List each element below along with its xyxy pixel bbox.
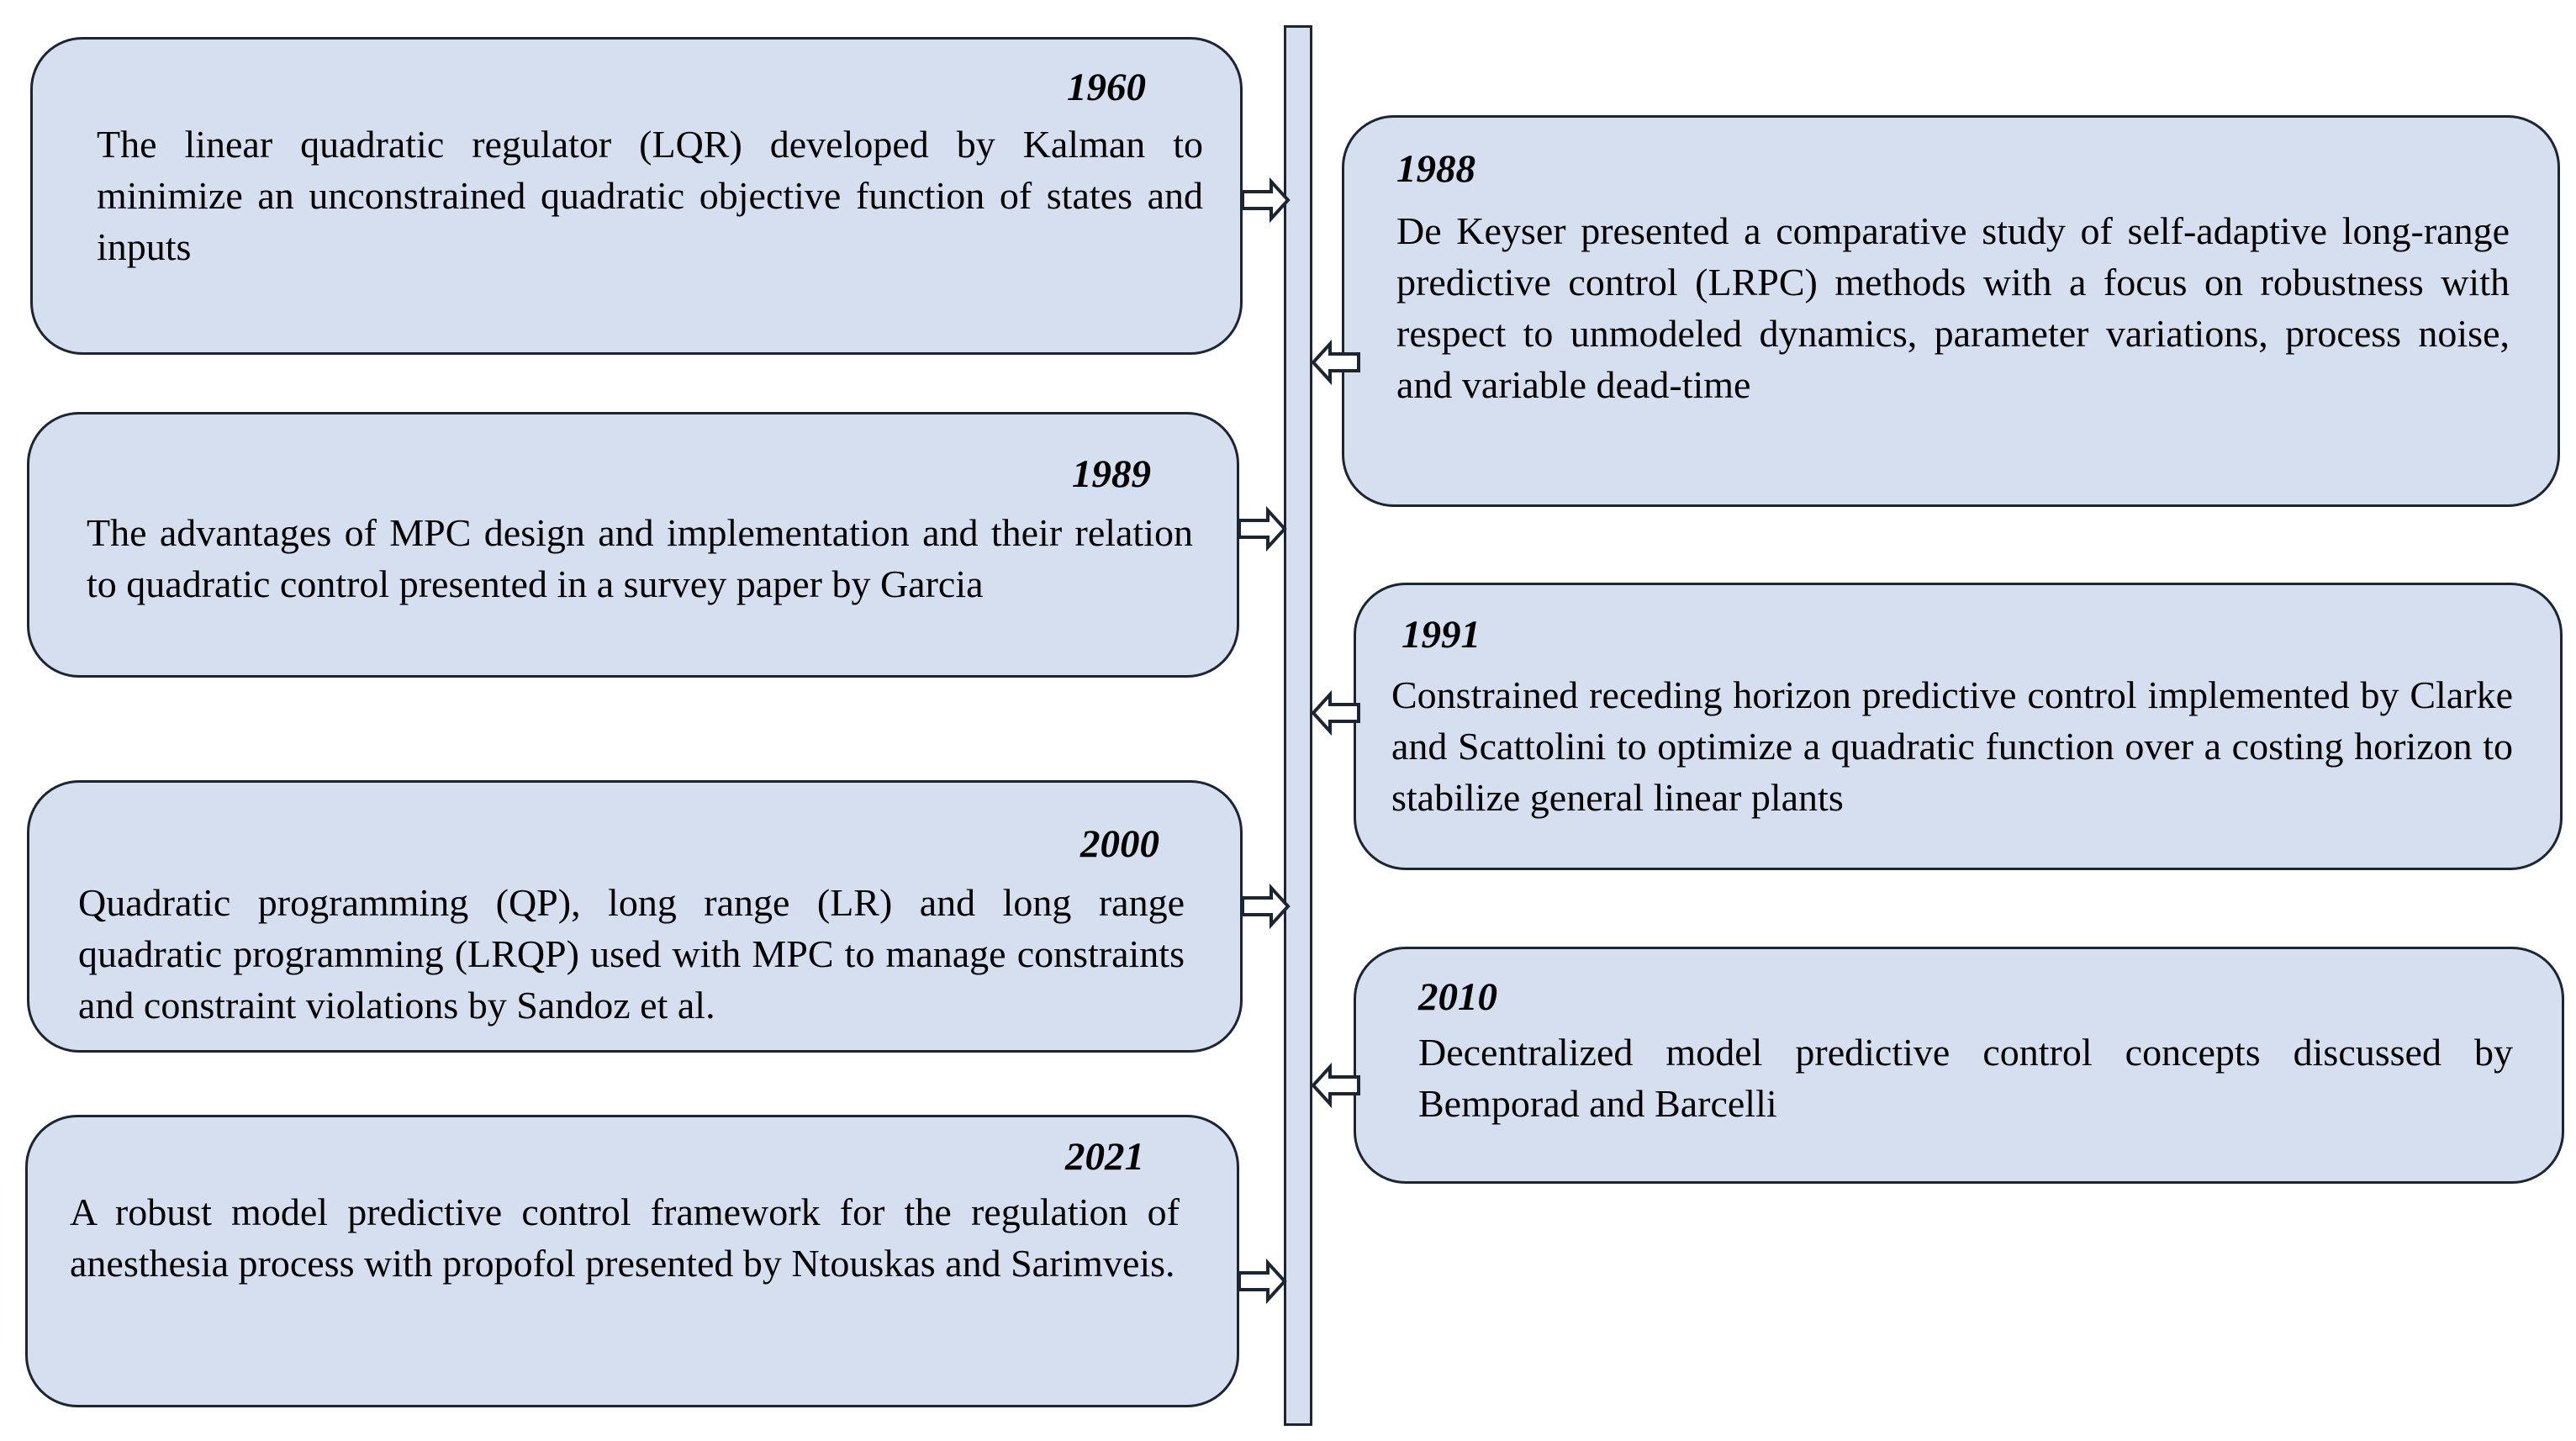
event-year: 2010	[1418, 975, 1497, 1019]
event-description: Quadratic programming (QP), long range (…	[78, 881, 1185, 1027]
event-year: 2000	[1080, 822, 1159, 866]
left-arrow-icon	[1311, 1062, 1360, 1109]
event-description: A robust model predictive control framew…	[70, 1190, 1180, 1285]
timeline-axis	[1284, 25, 1312, 1426]
event-card-1960: 1960 The linear quadratic regulator (LQR…	[30, 37, 1243, 355]
event-card-2021: 2021 A robust model predictive control f…	[25, 1115, 1239, 1407]
event-card-1988: 1988 De Keyser presented a comparative s…	[1342, 115, 2560, 507]
event-year: 2021	[1065, 1135, 1144, 1179]
event-description: The linear quadratic regulator (LQR) dev…	[97, 123, 1203, 268]
event-description: Constrained receding horizon predictive …	[1391, 673, 2513, 819]
event-year: 1988	[1396, 147, 1475, 191]
event-year: 1989	[1072, 452, 1151, 496]
event-year: 1960	[1067, 66, 1146, 109]
event-card-2000: 2000 Quadratic programming (QP), long ra…	[27, 780, 1243, 1053]
right-arrow-icon	[1238, 505, 1287, 552]
event-card-1989: 1989 The advantages of MPC design and im…	[27, 412, 1239, 678]
event-description: De Keyser presented a comparative study …	[1396, 209, 2510, 406]
event-description: Decentralized model predictive control c…	[1418, 1031, 2513, 1125]
right-arrow-icon	[1238, 1258, 1287, 1305]
left-arrow-icon	[1311, 689, 1360, 736]
event-card-1991: 1991 Constrained receding horizon predic…	[1354, 583, 2563, 870]
left-arrow-icon	[1311, 339, 1360, 386]
event-card-2010: 2010 Decentralized model predictive cont…	[1354, 947, 2564, 1184]
event-description: The advantages of MPC design and impleme…	[87, 511, 1193, 605]
right-arrow-icon	[1241, 177, 1291, 224]
event-year: 1991	[1401, 613, 1481, 657]
right-arrow-icon	[1241, 883, 1291, 930]
